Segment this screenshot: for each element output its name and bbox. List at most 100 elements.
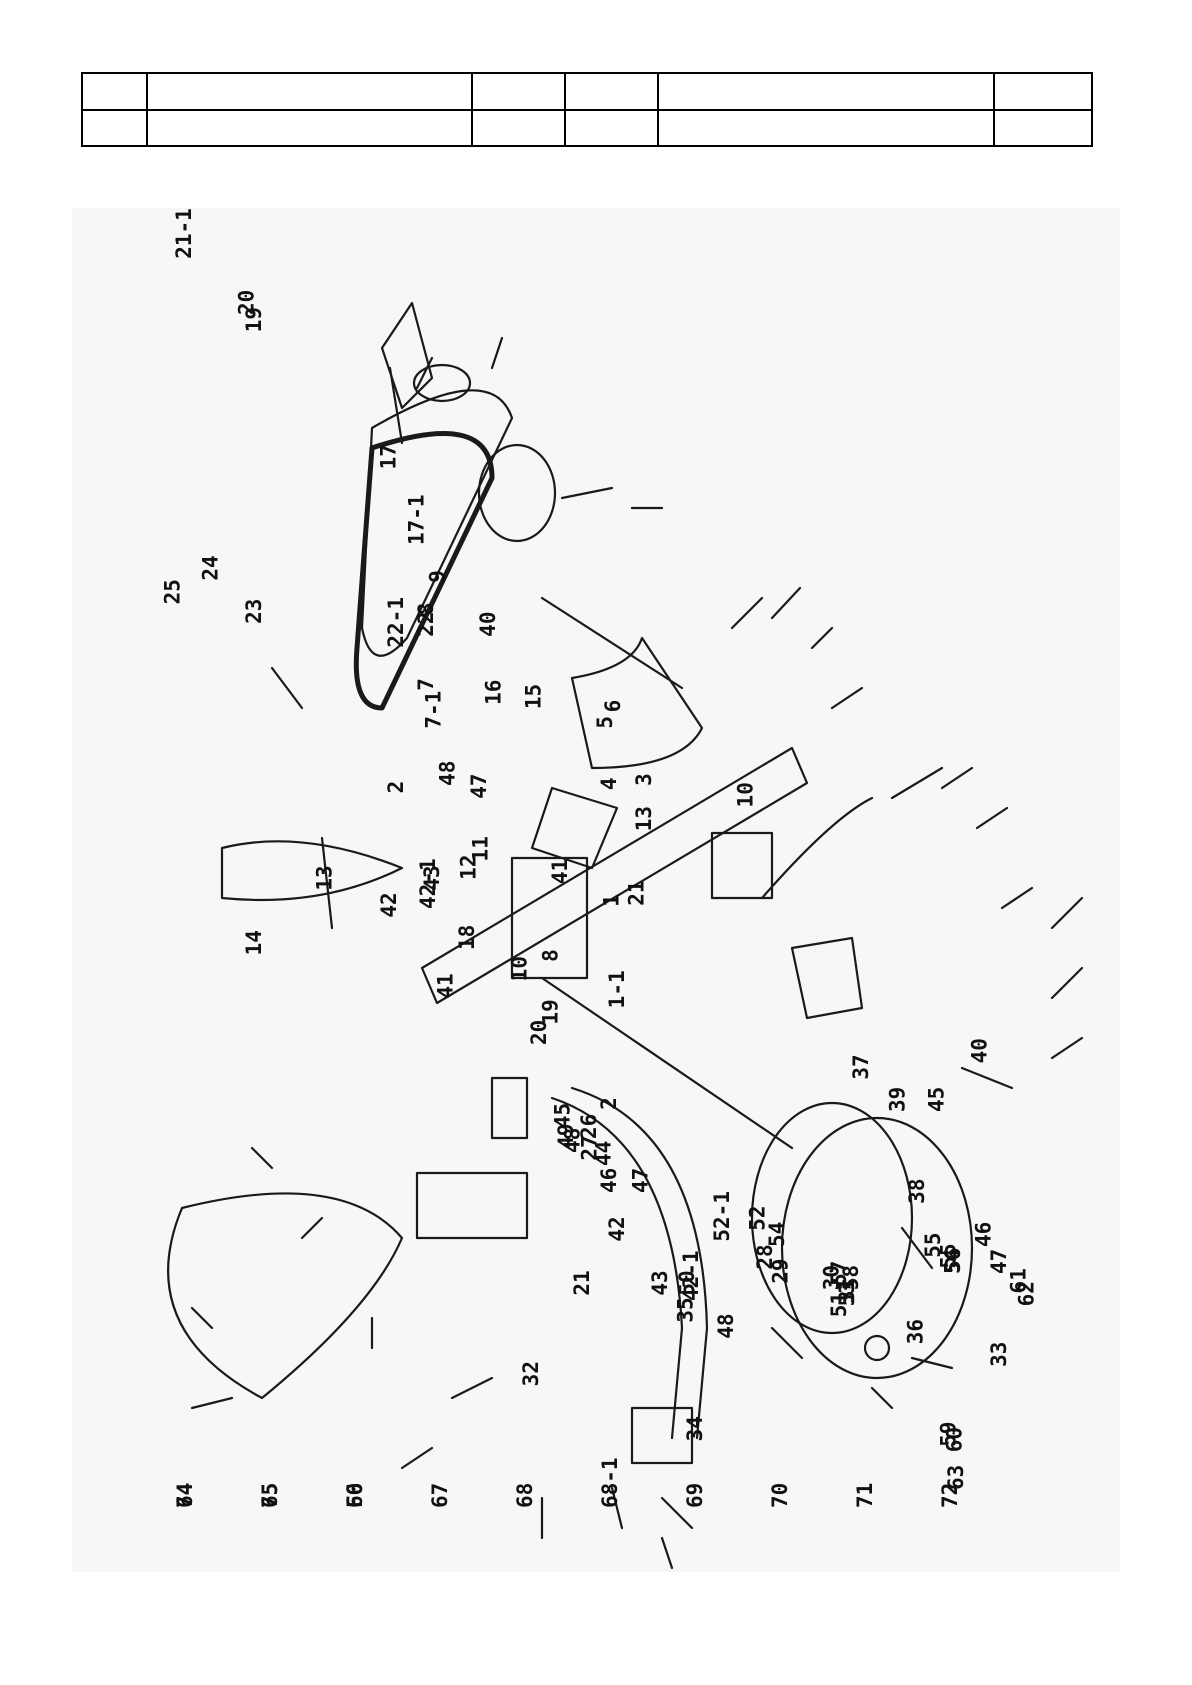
part-number-label: 5 bbox=[593, 716, 617, 729]
part-number-label: 54 bbox=[765, 1222, 789, 1247]
front-stabilizer-outline bbox=[570, 1086, 709, 1440]
part-number-label: 71 bbox=[853, 1483, 877, 1508]
part-number-label: 51 bbox=[827, 1292, 851, 1317]
part-number-label: 55 bbox=[921, 1233, 945, 1258]
tension-knob bbox=[530, 786, 619, 870]
part-number-label: 36 bbox=[904, 1319, 928, 1344]
part-number-label: 20 bbox=[234, 290, 258, 315]
part-number-label: 74 bbox=[173, 1483, 197, 1508]
part-number-label: 42 bbox=[605, 1216, 629, 1241]
crank-axle bbox=[540, 596, 684, 690]
table-row bbox=[81, 108, 1093, 147]
part-number-label: 61 bbox=[1007, 1268, 1031, 1293]
part-number-label: 38 bbox=[905, 1179, 929, 1204]
part-number-label: 19 bbox=[242, 307, 266, 332]
part-number-label: 7-1 bbox=[422, 691, 446, 729]
flywheel bbox=[780, 1116, 974, 1380]
part-number-label: 46 bbox=[597, 1168, 621, 1193]
rear-end-cap bbox=[710, 831, 774, 900]
part-number-label: 54 bbox=[940, 1249, 964, 1274]
part-number-label: 57 bbox=[827, 1261, 851, 1286]
part-number-label: 17-1 bbox=[404, 494, 428, 545]
part-number-labels: 11-122345677-18891010111213131415161717-… bbox=[160, 208, 1038, 1508]
part-number-label: 14 bbox=[242, 930, 266, 955]
front-end-cap-2 bbox=[490, 1076, 529, 1140]
part-number-label: 18 bbox=[455, 925, 479, 950]
part-number-label: 29 bbox=[769, 1258, 793, 1283]
part-number-label: 60 bbox=[943, 1427, 967, 1452]
part-number-label: 52 bbox=[745, 1206, 769, 1231]
chain-cover-hole bbox=[412, 363, 472, 403]
table-cell bbox=[146, 108, 473, 147]
part-number-label: 62 bbox=[1014, 1281, 1038, 1306]
part-number-label: 16 bbox=[482, 680, 506, 705]
part-number-label: 66 bbox=[343, 1483, 367, 1508]
part-number-label: 6 bbox=[601, 700, 625, 713]
part-number-label: 8 bbox=[414, 603, 438, 616]
part-number-label: 44 bbox=[592, 1141, 616, 1166]
part-number-label: 17 bbox=[376, 444, 400, 469]
part-number-label: 30 bbox=[819, 1265, 843, 1290]
part-number-label: 33 bbox=[987, 1342, 1011, 1367]
part-number-label: 10 bbox=[734, 782, 758, 807]
part-number-label: 40 bbox=[476, 612, 500, 637]
part-number-label: 13 bbox=[312, 865, 336, 890]
part-number-label: 45 bbox=[925, 1087, 949, 1112]
part-number-label: 75 bbox=[258, 1483, 282, 1508]
part-number-label: 11 bbox=[468, 836, 492, 861]
part-number-label: 25 bbox=[160, 579, 184, 604]
stabilizer-support bbox=[540, 976, 794, 1150]
table-cell bbox=[81, 108, 148, 147]
part-number-label: 69 bbox=[683, 1483, 707, 1508]
part-number-label: 68 bbox=[513, 1483, 537, 1508]
part-number-label: 7 bbox=[414, 678, 438, 691]
part-number-label: 26 bbox=[577, 1114, 601, 1139]
table-row bbox=[81, 72, 1093, 111]
part-number-label: 1 bbox=[599, 894, 623, 907]
part-number-label: 35 bbox=[674, 1297, 698, 1322]
part-number-label: 48 bbox=[560, 1128, 584, 1153]
part-number-label: 42-1 bbox=[679, 1250, 703, 1301]
table-cell bbox=[471, 72, 566, 111]
part-number-label: 47 bbox=[628, 1168, 652, 1193]
table-cell bbox=[146, 72, 473, 111]
exploded-view-drawing: 11-122345677-18891010111213131415161717-… bbox=[160, 208, 1084, 1570]
part-number-label: 41 bbox=[548, 859, 572, 884]
part-number-label: 48 bbox=[714, 1314, 738, 1339]
part-number-label: 70 bbox=[768, 1483, 792, 1508]
part-number-label: 59 bbox=[936, 1422, 960, 1447]
part-number-label: 24 bbox=[199, 555, 223, 580]
part-number-label: 9 bbox=[426, 570, 450, 583]
front-end-cap bbox=[630, 1406, 694, 1465]
table-cell bbox=[993, 108, 1093, 147]
part-number-label: 41 bbox=[433, 973, 457, 998]
part-number-label: 53 bbox=[835, 1281, 859, 1306]
part-number-label: 22 bbox=[414, 612, 438, 637]
part-number-label: 42-1 bbox=[416, 858, 440, 909]
part-number-label: 45 bbox=[550, 1103, 574, 1128]
part-number-label: 42 bbox=[377, 892, 401, 917]
seat bbox=[220, 840, 404, 902]
part-number-label: 65 bbox=[258, 1483, 282, 1508]
table-cell bbox=[657, 72, 995, 111]
main-frame bbox=[420, 746, 809, 1005]
table-cell bbox=[471, 108, 566, 147]
drive-belt bbox=[353, 430, 495, 711]
inner-cover bbox=[570, 636, 704, 770]
part-number-label: 2 bbox=[597, 1097, 621, 1110]
part-number-label: 47 bbox=[467, 774, 491, 799]
part-number-label: 46 bbox=[972, 1222, 996, 1247]
part-number-label: 63 bbox=[944, 1465, 968, 1490]
flywheel-axle-nut bbox=[863, 1334, 891, 1362]
part-number-label: 23 bbox=[242, 599, 266, 624]
part-number-label: 40 bbox=[968, 1038, 992, 1063]
pedal-left bbox=[380, 301, 434, 410]
part-number-label: 12 bbox=[457, 855, 481, 880]
part-number-label: 72 bbox=[938, 1483, 962, 1508]
part-number-label: 21 bbox=[624, 880, 648, 905]
part-number-label: 19 bbox=[539, 999, 563, 1024]
part-number-label: F0 bbox=[343, 1483, 367, 1508]
part-number-label: 58 bbox=[839, 1265, 863, 1290]
part-number-label: 28 bbox=[753, 1244, 777, 1269]
